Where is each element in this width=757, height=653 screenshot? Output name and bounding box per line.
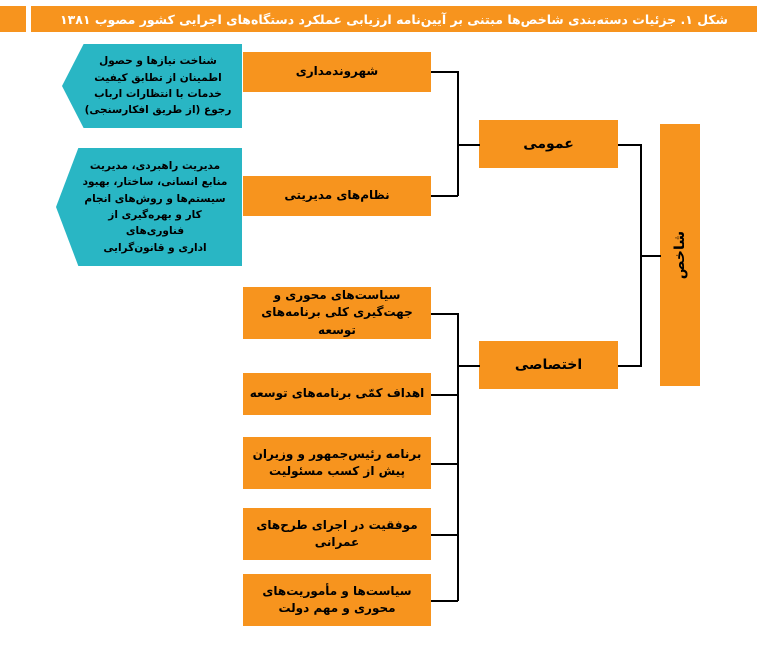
node-label: شهروندمداری (295, 64, 379, 79)
node-omoomi[interactable]: عمومی (479, 120, 618, 168)
connector-h-ekhtesasi-root (618, 365, 642, 367)
node-development-projects-success[interactable]: موفقیت در اجرای طرح‌های عمرانی (243, 508, 431, 560)
connector-h-core-policies (431, 313, 458, 315)
connector-h-omoomi-parent (457, 144, 480, 146)
node-label: شاخص (671, 230, 688, 280)
node-root-shakhes[interactable]: شاخص (660, 124, 700, 386)
node-label: برنامه رئیس‌جمهور و وزیران پیش از کسب مس… (252, 446, 422, 478)
node-president-ministers-program[interactable]: برنامه رئیس‌جمهور و وزیران پیش از کسب مس… (243, 437, 431, 489)
connector-h-president-ministers-program (431, 463, 458, 465)
note-management-systems: مدیریت راهبردی، مدیریت منابع انسانی، ساخ… (56, 148, 242, 266)
connector-h-government-missions (431, 600, 458, 602)
connector-h-quantitative-goals (431, 394, 458, 396)
node-nezamhaye-modiriati[interactable]: نظام‌های مدیریتی (243, 176, 431, 216)
node-shahrvandmadari[interactable]: شهروندمداری (243, 52, 431, 92)
note-text: مدیریت راهبردی، مدیریت منابع انسانی، ساخ… (82, 160, 228, 254)
node-government-missions[interactable]: سیاست‌ها و مأموریت‌های محوری و مهم دولت (243, 574, 431, 626)
node-core-policies[interactable]: سیاست‌های محوری و جهت‌گیری کلی برنامه‌ها… (243, 287, 431, 339)
figure-title-bar: شکل ۱. جزئیات دسته‌بندی شاخص‌ها مبتنی بر… (31, 6, 757, 32)
connector-h-ekhtesasi-parent (457, 365, 480, 367)
connector-v-ekhtesasi-spine (457, 313, 459, 601)
node-label: نظام‌های مدیریتی (284, 188, 390, 203)
node-label: عمومی (523, 135, 574, 152)
connector-h-nezamhaye-modiriati (431, 195, 458, 197)
connector-h-shahrvandmadari (431, 71, 458, 73)
connector-v-omoomi-spine (457, 71, 459, 196)
node-quantitative-goals[interactable]: اهداف کمّی برنامه‌های توسعه (243, 373, 431, 415)
node-ekhtesasi[interactable]: اختصاصی (479, 341, 618, 389)
node-label: اهداف کمّی برنامه‌های توسعه (249, 386, 425, 401)
node-label: سیاست‌ها و مأموریت‌های محوری و مهم دولت (262, 583, 412, 615)
node-label: اختصاصی (514, 356, 583, 373)
title-accent-block (0, 6, 26, 32)
node-label: سیاست‌های محوری و جهت‌گیری کلی برنامه‌ها… (261, 287, 413, 337)
connector-h-root (640, 255, 661, 257)
node-label: موفقیت در اجرای طرح‌های عمرانی (256, 517, 418, 549)
figure-title: شکل ۱. جزئیات دسته‌بندی شاخص‌ها مبتنی بر… (60, 11, 728, 27)
note-citizen-orientation: شناخت نیازها و حصول اطمینان از تطابق کیف… (62, 44, 242, 128)
connector-h-development-projects-success (431, 534, 458, 536)
note-text: شناخت نیازها و حصول اطمینان از تطابق کیف… (84, 55, 232, 117)
connector-h-omoomi-root (618, 144, 642, 146)
